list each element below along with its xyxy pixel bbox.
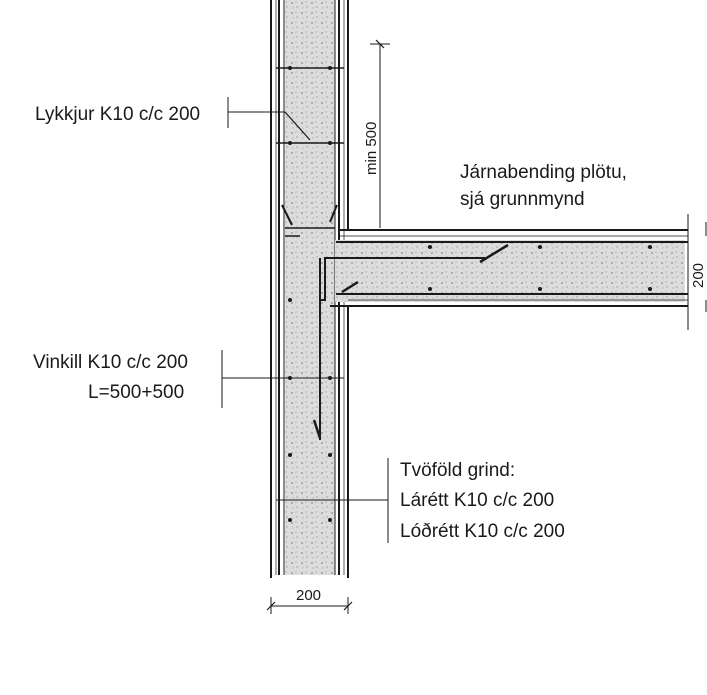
label-lykkjur: Lykkjur K10 c/c 200 [35, 97, 285, 128]
dimension-text-wall-thickness: 200 [296, 587, 321, 604]
label-vinkill-line2: L=500+500 [88, 382, 184, 403]
wall [270, 0, 349, 578]
slab-hook [341, 280, 359, 294]
angle-bar-shape [320, 257, 485, 301]
label-slab-reinforcement: Járnabending plötu, sjá grunnmynd [460, 162, 627, 210]
rebar-dot [538, 245, 542, 249]
dimension-min-lap: min 500 [363, 39, 390, 228]
angle-bar-vinkill [312, 257, 485, 440]
angle-bar-bottom-hook [312, 419, 322, 439]
dimension-arrow-left [266, 601, 276, 611]
slab-concrete [335, 240, 685, 302]
loop-right-hook [329, 204, 338, 223]
label-double-mesh: Tvöföld grind: Lárétt K10 c/c 200 Lóðrét… [339, 458, 565, 543]
wall-horizontal-bars [276, 67, 344, 501]
label-grind-line1: Tvöföld grind: [400, 460, 515, 481]
rebar-dot [328, 518, 332, 522]
label-vinkill-line1: Vinkill K10 c/c 200 [33, 352, 188, 373]
rebar-dot [648, 245, 652, 249]
slab-bar-dots [428, 245, 652, 291]
slab-hook [479, 243, 509, 264]
rebar-dot [648, 287, 652, 291]
rebar-dot [288, 518, 292, 522]
wall-concrete [285, 0, 335, 575]
dimension-slab-thickness: 200 [690, 222, 707, 312]
dimension-wall-thickness: 200 [266, 587, 353, 614]
loop-left-hook [281, 204, 293, 226]
joint-bars [281, 204, 338, 237]
dimension-arrow-top [375, 39, 385, 49]
rebar-dot [288, 298, 292, 302]
rebar-dot [538, 287, 542, 291]
rebar-dot [288, 141, 292, 145]
label-vinkill: Vinkill K10 c/c 200 L=500+500 [33, 350, 285, 408]
rebar-dot [288, 66, 292, 70]
dimension-text-min-lap: min 500 [363, 122, 380, 175]
label-lykkjur-text: Lykkjur K10 c/c 200 [35, 104, 200, 125]
rebar-dot [428, 287, 432, 291]
label-grind-line2: Lárétt K10 c/c 200 [400, 490, 554, 511]
rebar-dot [288, 376, 292, 380]
rebar-dot [428, 245, 432, 249]
rebar-dot [328, 66, 332, 70]
dimension-arrow-right [343, 601, 353, 611]
label-grind-line3: Lóðrétt K10 c/c 200 [400, 521, 565, 542]
dimension-text-slab-thickness: 200 [690, 263, 707, 288]
label-slab-note-line2: sjá grunnmynd [460, 189, 585, 210]
wall-bar-dots [288, 66, 332, 522]
label-slab-note-line1: Járnabending plötu, [460, 162, 627, 183]
rebar-dot [328, 141, 332, 145]
slab [330, 214, 689, 330]
rebar-dot [288, 453, 292, 457]
rebar-dot [328, 453, 332, 457]
loop-bar-diagonal [284, 111, 311, 141]
rebar-dot [328, 376, 332, 380]
